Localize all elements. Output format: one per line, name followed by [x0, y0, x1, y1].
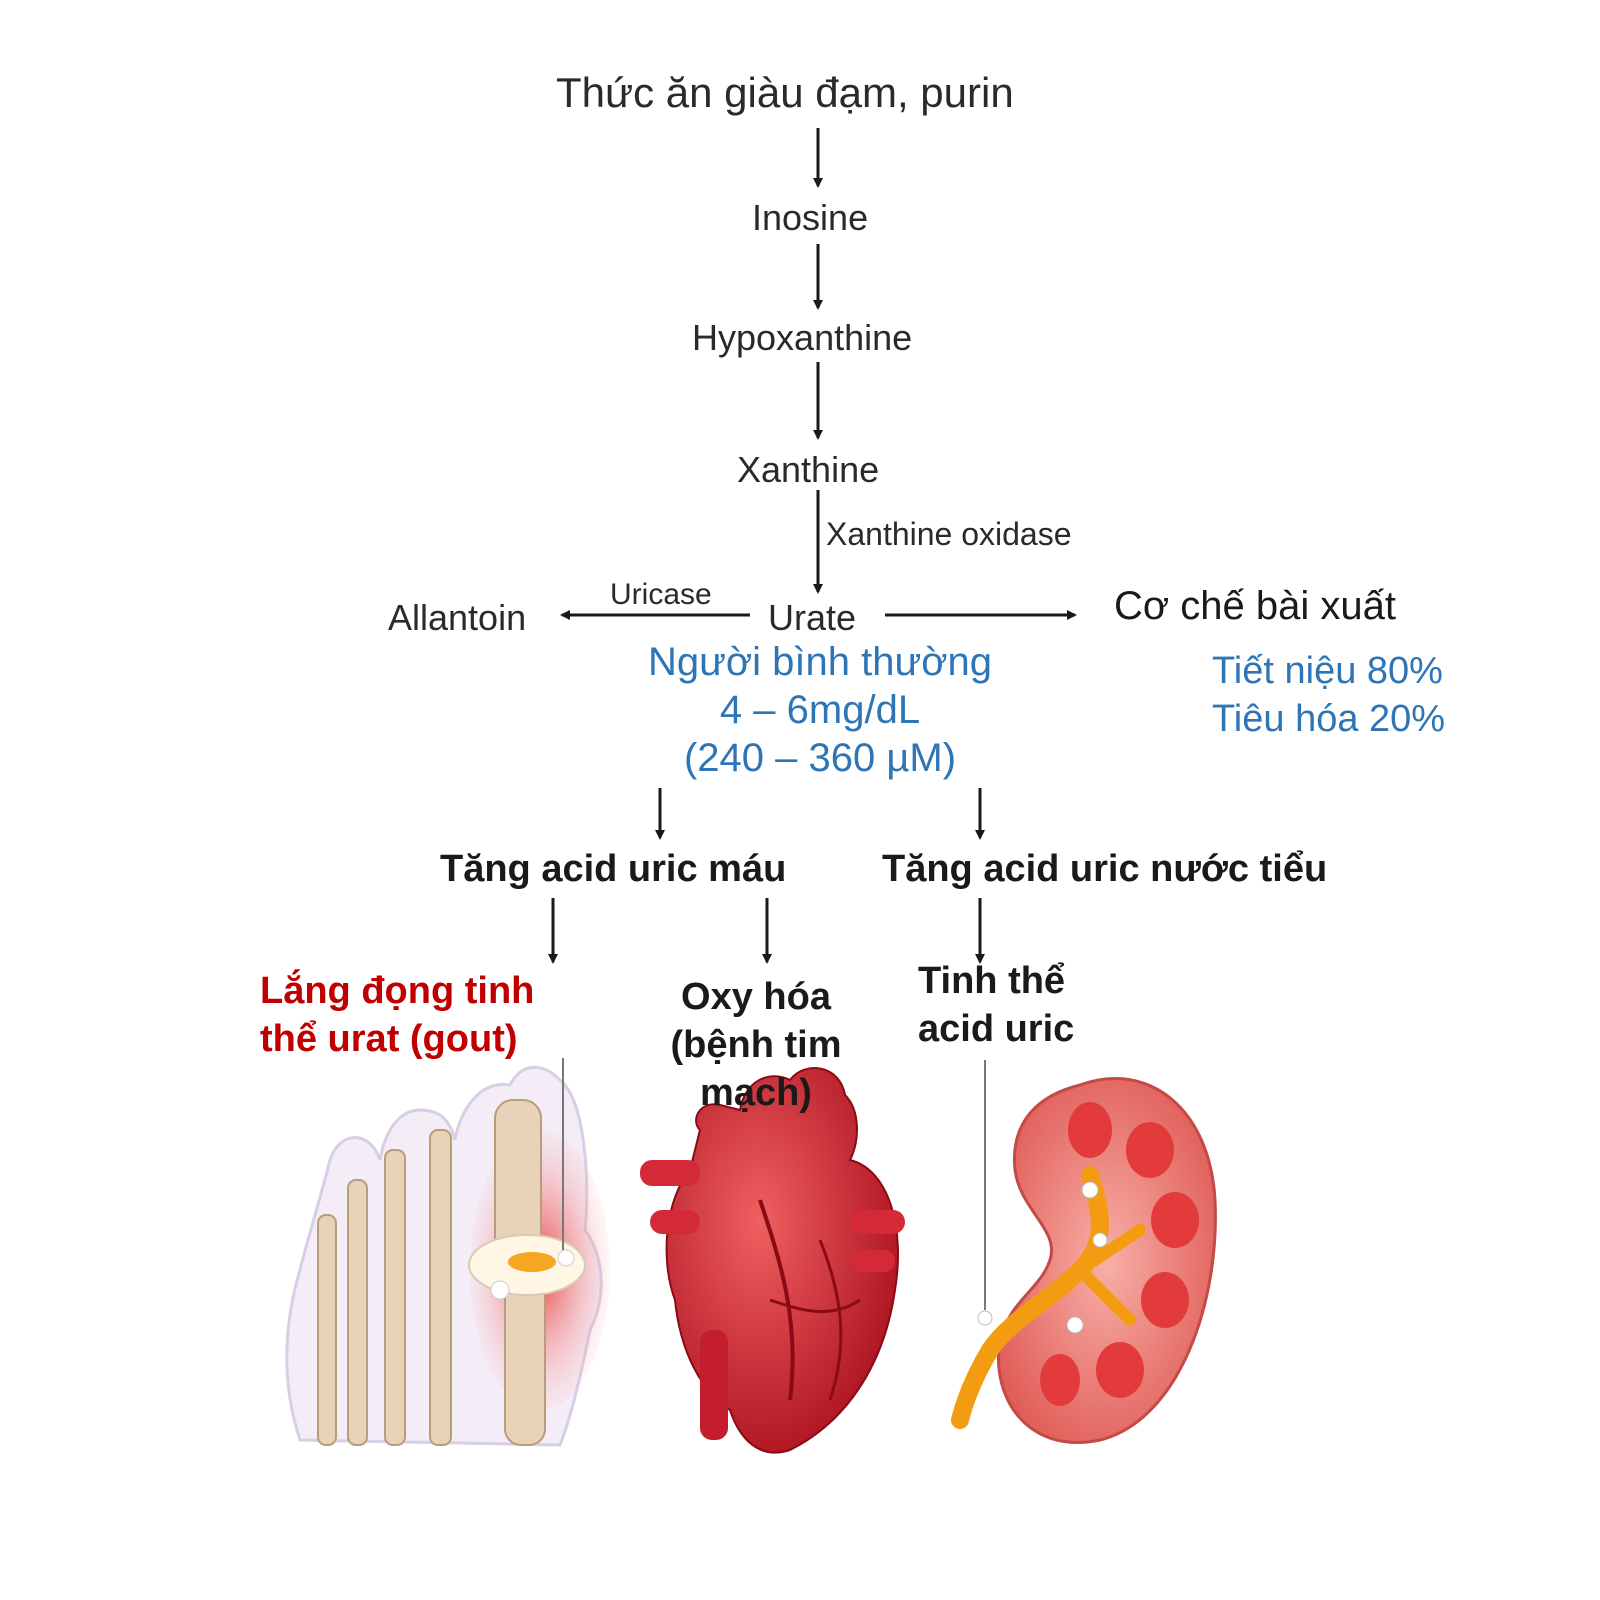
allantoin-label: Allantoin [388, 597, 527, 638]
heart-illustration [640, 1067, 905, 1454]
normal-range-mg: 4 – 6mg/dL [719, 688, 921, 732]
excretion-title: Cơ chế bài xuất [1114, 584, 1396, 628]
urine-uric-acid-label: Tăng acid uric nước tiểu [882, 848, 1328, 890]
inosine-label: Inosine [752, 197, 869, 238]
normal-range-um: (240 – 360 µM) [683, 736, 957, 780]
uricase-label: Uricase [610, 578, 712, 611]
kidney-illustration [951, 1060, 1217, 1444]
xanthine-label: Xanthine [737, 449, 880, 490]
urate-label: Urate [768, 597, 857, 638]
oxidation-label-line3: mạch) [700, 1072, 812, 1114]
hypoxanthine-label: Hypoxanthine [692, 317, 913, 358]
gout-label-line1: Lắng đọng tinh [260, 970, 535, 1012]
gout-label-line2: thể urat (gout) [260, 1018, 518, 1060]
oxidation-label-line1: Oxy hóa [681, 976, 831, 1018]
foot-illustration [285, 1058, 610, 1447]
pathway-arrows [548, 128, 1077, 964]
excretion-digestive: Tiêu hóa 20% [1212, 698, 1446, 740]
excretion-urinary: Tiết niệu 80% [1212, 650, 1443, 692]
crystal-label-line2: acid uric [918, 1008, 1075, 1050]
blood-uric-acid-label: Tăng acid uric máu [440, 848, 787, 890]
food-label: Thức ăn giàu đạm, purin [556, 69, 1014, 116]
normal-range-label: Người bình thường [648, 640, 992, 684]
crystal-label-line1: Tinh thể [918, 960, 1066, 1002]
xanthine-oxidase-label: Xanthine oxidase [826, 516, 1072, 552]
oxidation-label-line2: (bệnh tim [670, 1024, 842, 1066]
